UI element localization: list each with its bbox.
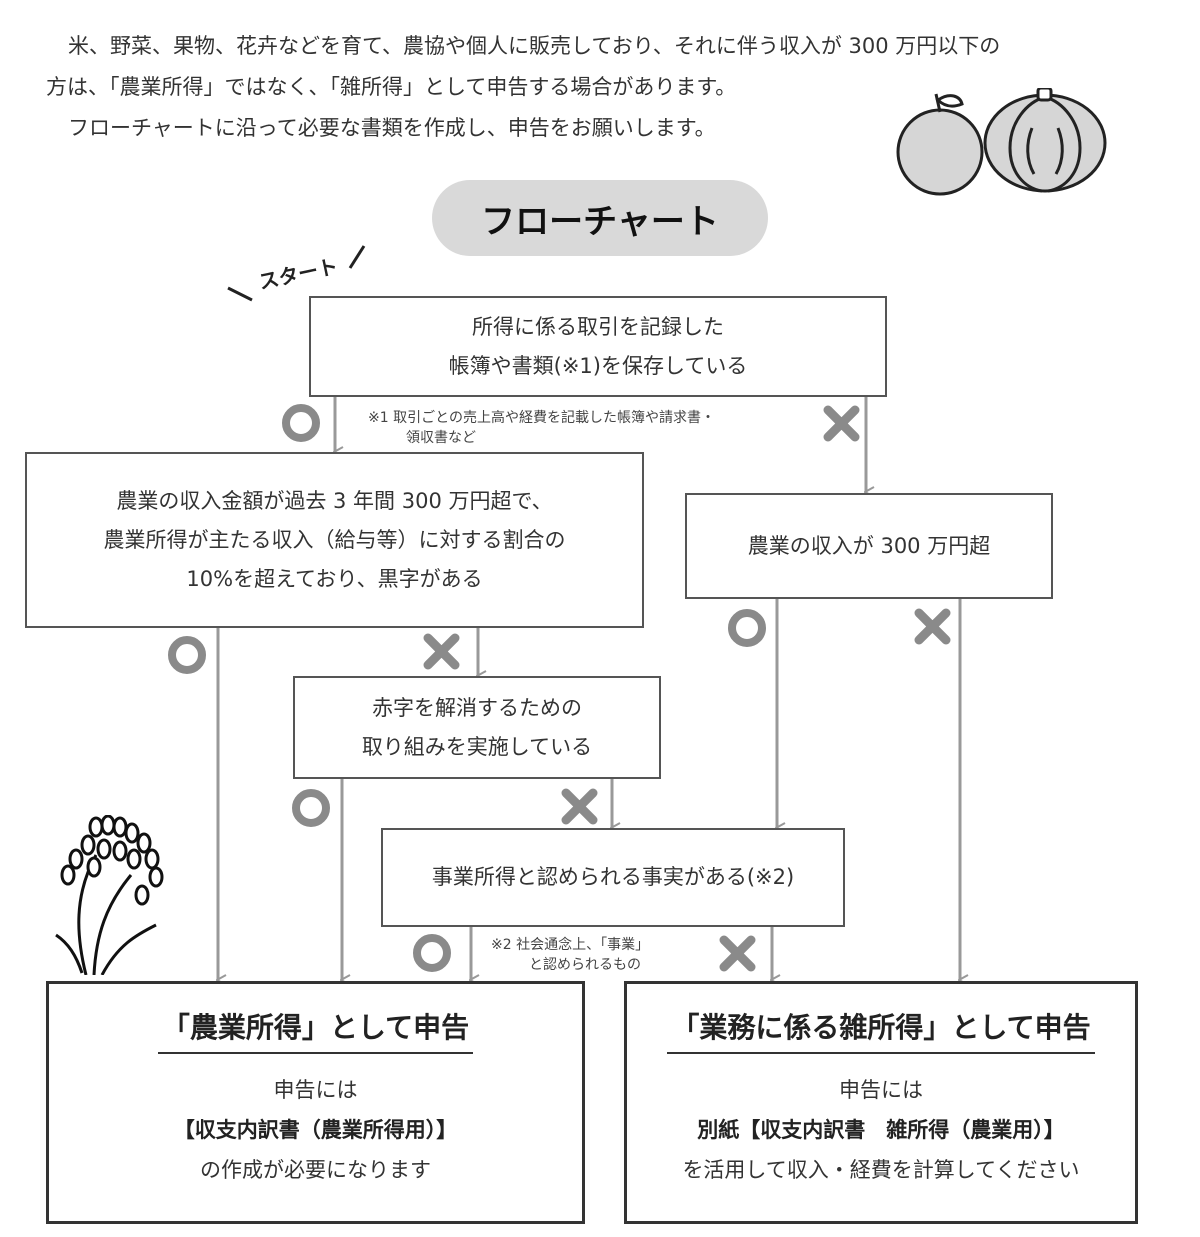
start-marker-strokes (227, 245, 366, 302)
flowchart-title: フローチャート (432, 180, 768, 256)
intro-line-2: 方は、「農業所得」ではなく、「雑所得」として申告する場合があります。 (46, 75, 737, 99)
no-mark-q3 (914, 608, 951, 645)
result-misc-line-1: 申告には (839, 1078, 923, 1102)
result-agricultural-line-3: の作成が必要になります (200, 1158, 431, 1182)
note-2-line-1: ※2 社会通念上、「事業」 (491, 937, 650, 953)
no-mark-q5 (719, 935, 756, 972)
yes-mark-q2 (168, 636, 206, 674)
question-income-line-3: 10%を超えており、黒字がある (186, 566, 483, 591)
question-business-line-1: 事業所得と認められる事実がある(※2) (431, 865, 795, 889)
question-records-kept-line-1: 所得に係る取引を記録した (472, 314, 724, 339)
question-income-over-3m-3yrs: 農業の収入金額が過去 3 年間 300 万円超で、 農業所得が主たる収入（給与等… (25, 452, 644, 628)
intro-line-1: 米、野菜、果物、花卉などを育て、農協や個人に販売しており、それに伴う収入が 30… (68, 34, 1001, 58)
result-agricultural-line-2: 【収支内訳書（農業所得用）】 (173, 1118, 458, 1142)
note-2-line-2: と認められるもの (529, 957, 641, 973)
question-business-facts: 事業所得と認められる事実がある(※2) (381, 828, 845, 927)
result-agricultural-line-1: 申告には (273, 1078, 358, 1102)
yes-mark-q5 (413, 934, 451, 972)
yes-mark-q4 (292, 789, 330, 827)
note-1-line-2: 領収書など (406, 430, 476, 446)
question-income-line-1: 農業の収入金額が過去 3 年間 300 万円超で、 (116, 488, 553, 513)
yes-mark-q3 (728, 609, 766, 647)
rice-plant-illustration (55, 815, 164, 975)
intro-line-3: フローチャートに沿って必要な書類を作成し、申告をお願いします。 (68, 116, 716, 140)
no-mark-q1 (823, 405, 860, 442)
note-1-line-1: ※1 取引ごとの売上高や経費を記載した帳簿や請求書・ (368, 410, 715, 426)
result-miscellaneous-income: 「業務に係る雑所得」として申告 申告には 別紙【収支内訳書 雑所得（農業用）】 … (624, 981, 1138, 1224)
no-mark-q2 (423, 633, 460, 670)
question-deficit-line-2: 取り組みを実施している (361, 734, 593, 759)
question-records-kept: 所得に係る取引を記録した 帳簿や書類(※1)を保存している (309, 296, 887, 397)
yes-mark-q1 (282, 404, 320, 442)
result-misc-line-3: を活用して収入・経費を計算してください (682, 1158, 1080, 1182)
question-agri-income-line-1: 農業の収入が 300 万円超 (747, 533, 991, 558)
result-agricultural-title: 「農業所得」として申告 (157, 1006, 474, 1054)
result-misc-title: 「業務に係る雑所得」として申告 (667, 1006, 1095, 1054)
question-income-line-2: 農業所得が主たる収入（給与等）に対する割合の (103, 527, 566, 552)
no-mark-q4 (561, 788, 598, 825)
question-deficit-measures: 赤字を解消するための 取り組みを実施している (293, 676, 661, 779)
question-agri-income-over-3m: 農業の収入が 300 万円超 (685, 493, 1053, 599)
note-2: ※2 社会通念上、「事業」 と認められるもの (491, 935, 649, 975)
question-records-kept-line-2: 帳簿や書類(※1)を保存している (448, 353, 748, 378)
result-misc-line-2: 別紙【収支内訳書 雑所得（農業用）】 (697, 1118, 1065, 1142)
note-1: ※1 取引ごとの売上高や経費を記載した帳簿や請求書・ 領収書など (368, 408, 715, 448)
result-agricultural-income: 「農業所得」として申告 申告には 【収支内訳書（農業所得用）】 の作成が必要にな… (46, 981, 585, 1224)
apple-pumpkin-illustration (896, 88, 1107, 196)
question-deficit-line-1: 赤字を解消するための (372, 695, 582, 720)
